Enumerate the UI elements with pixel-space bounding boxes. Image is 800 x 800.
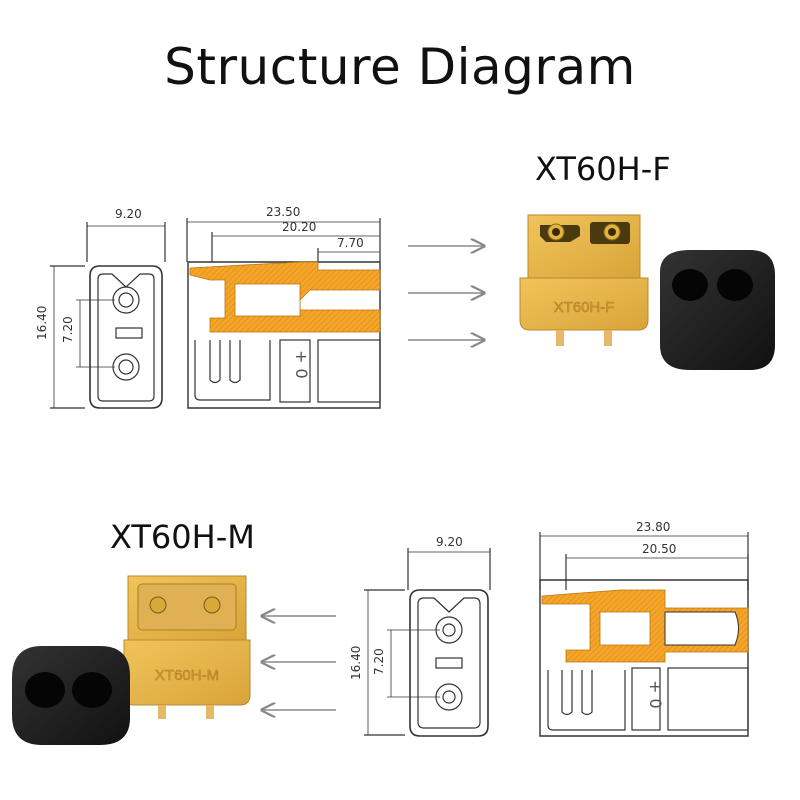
male-side-view [539, 532, 749, 737]
male-front-width: 9.20 [436, 535, 463, 549]
model-label-female: XT60H-F [535, 150, 671, 188]
male-cap-photo [12, 646, 130, 745]
male-side-mid: 20.50 [642, 542, 676, 556]
male-arrows [262, 616, 336, 710]
female-pin-pitch: 7.20 [61, 316, 75, 343]
model-label-male: XT60H-M [110, 518, 255, 556]
male-side-total: 23.80 [636, 520, 670, 534]
page-title: Structure Diagram [164, 38, 636, 96]
female-side-mid: 20.20 [282, 220, 316, 234]
male-connector-photo: XT60H-M [123, 575, 251, 719]
male-pin-pitch: 7.20 [372, 648, 386, 675]
female-polarity-mark: + 0 [292, 350, 311, 379]
female-side-pin: 7.70 [337, 236, 364, 250]
female-arrows [408, 246, 484, 340]
male-polarity-mark: + 0 [646, 680, 665, 709]
female-cap-photo [660, 250, 775, 370]
male-body-marking: XT60H-M [155, 667, 219, 684]
female-front-view [50, 222, 166, 409]
female-body-marking: XT60H-F [554, 299, 615, 316]
female-front-height: 16.40 [35, 306, 49, 340]
female-side-view [186, 218, 381, 409]
male-front-view [364, 548, 491, 737]
female-front-width: 9.20 [115, 207, 142, 221]
female-connector-photo: XT60H-F [519, 214, 649, 346]
female-side-total: 23.50 [266, 205, 300, 219]
male-front-height: 16.40 [349, 646, 363, 680]
